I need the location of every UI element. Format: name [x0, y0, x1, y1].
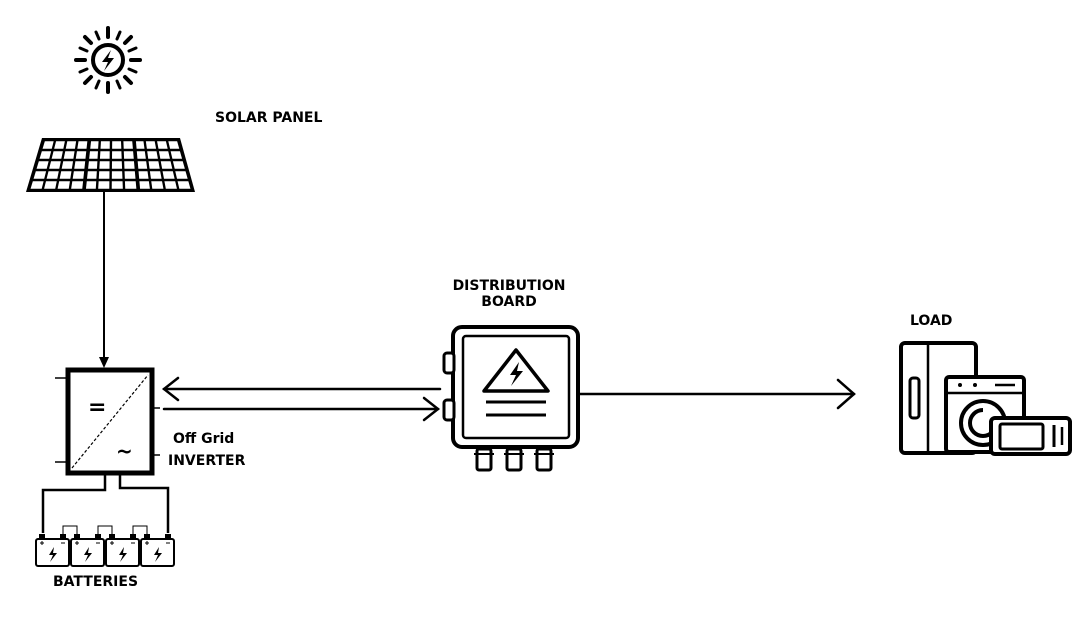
solar-cell: [111, 171, 123, 179]
inverter-label-line2: INVERTER: [168, 453, 246, 469]
battery-link: [132, 525, 148, 534]
inverter-board-arrows: [161, 376, 442, 422]
solar-cell: [137, 161, 148, 169]
solar-cell: [71, 181, 84, 189]
solar-cell: [74, 161, 86, 169]
distribution-board-label-line2: BOARD: [481, 294, 537, 311]
solar-cell: [65, 141, 77, 149]
solar-cell: [145, 141, 157, 149]
high-voltage-icon: [482, 348, 550, 393]
batteries-label: BATTERIES: [53, 574, 139, 590]
solar-cell: [99, 161, 110, 169]
solar-cell: [112, 151, 122, 159]
solar-cell: [170, 151, 183, 159]
solar-cell: [61, 161, 74, 169]
microwave-icon: [989, 416, 1072, 456]
load-label: LOAD: [910, 313, 953, 329]
solar-cell: [136, 151, 146, 159]
battery-icon: [140, 534, 175, 567]
solar-cell: [111, 181, 123, 189]
battery-icon: [105, 534, 140, 567]
solar-cell: [42, 141, 54, 149]
solar-cell: [36, 161, 49, 169]
solar-cell: [147, 151, 158, 159]
board-to-load-arrow: [578, 378, 856, 410]
solar-cell: [172, 161, 185, 169]
solar-cell: [151, 181, 164, 189]
solar-cell: [100, 141, 110, 149]
inverter-dc-symbol: =: [88, 395, 106, 420]
solar-panel-icon: [26, 138, 195, 192]
inverter-icon: [55, 367, 160, 476]
solar-cell: [75, 151, 87, 159]
battery-wiring: [41, 473, 170, 533]
solar-cell: [124, 161, 135, 169]
solar-cell: [123, 141, 133, 149]
solar-cell: [90, 141, 99, 149]
solar-cell: [51, 151, 63, 159]
inverter-label-line1: Off Grid: [173, 431, 235, 447]
sun-icon: [74, 26, 142, 94]
solar-cell: [177, 181, 191, 189]
solar-cell: [33, 171, 47, 179]
battery-link: [97, 525, 113, 534]
solar-cell: [162, 171, 175, 179]
solar-cell: [99, 151, 110, 159]
battery-link: [62, 525, 78, 534]
solar-cell: [168, 141, 180, 149]
solar-cell: [85, 181, 97, 189]
battery-icon: [70, 534, 105, 567]
inverter-label: Off Grid INVERTER: [168, 428, 245, 472]
solar-cell: [77, 141, 88, 149]
inverter-ac-symbol: ~: [116, 439, 133, 463]
solar-to-inverter-arrowhead: [99, 357, 109, 368]
solar-cell: [164, 181, 177, 189]
solar-cell: [57, 181, 70, 189]
solar-cell: [98, 181, 110, 189]
solar-cell: [149, 171, 162, 179]
solar-cell: [44, 181, 57, 189]
solar-cell: [54, 141, 65, 149]
battery-bank: [35, 525, 175, 567]
solar-cell: [111, 161, 123, 169]
distribution-board-label: DISTRIBUTION BOARD: [440, 278, 578, 310]
solar-cell: [160, 161, 173, 169]
appliances-icon: [899, 341, 1072, 456]
solar-cell: [123, 151, 134, 159]
solar-cell: [157, 141, 168, 149]
battery-icon: [35, 534, 70, 567]
solar-cell: [88, 161, 98, 169]
solar-cell: [89, 151, 98, 159]
solar-cell: [98, 171, 110, 179]
solar-cell: [72, 171, 85, 179]
solar-panel-label: SOLAR PANEL: [215, 110, 323, 126]
solar-cell: [148, 161, 160, 169]
solar-cell: [138, 171, 149, 179]
solar-cell: [139, 181, 150, 189]
solar-cell: [135, 141, 145, 149]
solar-cell: [63, 151, 75, 159]
distribution-board-icon: [442, 325, 580, 472]
solar-cell: [59, 171, 72, 179]
solar-cell: [158, 151, 170, 159]
solar-cell: [112, 141, 122, 149]
solar-cell: [46, 171, 59, 179]
solar-cell: [39, 151, 52, 159]
solar-cell: [124, 181, 137, 189]
distribution-board-label-line1: DISTRIBUTION: [452, 278, 566, 294]
solar-cell: [124, 171, 136, 179]
solar-cell: [87, 171, 97, 179]
solar-cell: [49, 161, 61, 169]
solar-cell: [30, 181, 44, 189]
solar-cell: [175, 171, 188, 179]
